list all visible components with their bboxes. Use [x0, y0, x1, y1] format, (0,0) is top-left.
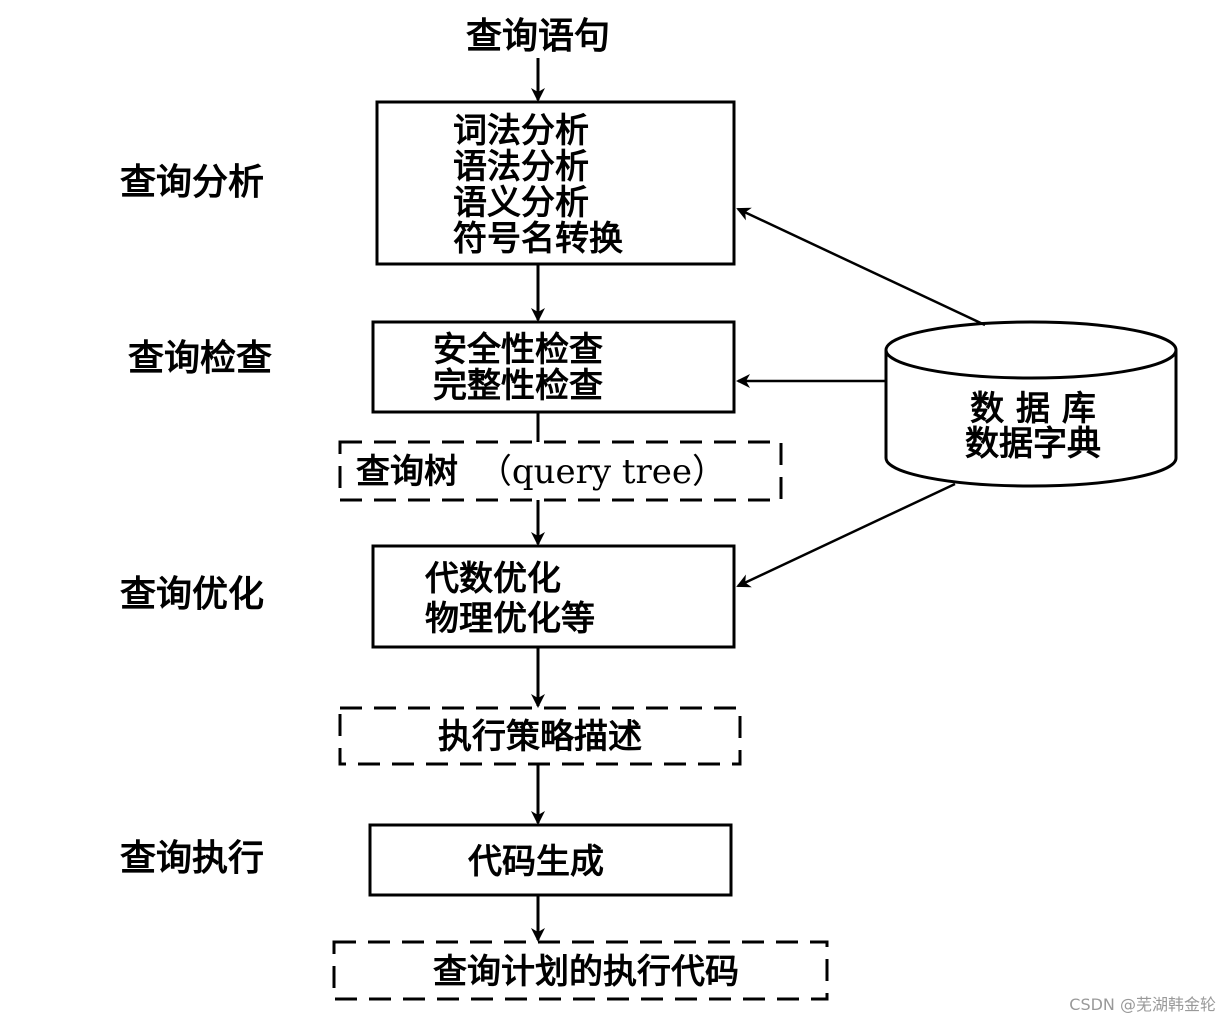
arrow-db-to-optimize [736, 482, 956, 588]
query-tree-cn: 查询树 [356, 452, 458, 492]
analysis-line-syntax: 语法分析 [453, 147, 589, 187]
analysis-line-lexical: 词法分析 [453, 111, 589, 151]
analysis-line-semantic: 语义分析 [453, 183, 589, 223]
data-dictionary-label: 数据字典 [965, 424, 1101, 464]
final-label: 查询计划的执行代码 [433, 952, 739, 992]
query-tree-label: 查询树 （query tree） [356, 452, 726, 492]
strategy-label: 执行策略描述 [438, 717, 642, 757]
optimize-line-algebra: 代数优化 [424, 559, 561, 599]
analysis-box [375, 100, 736, 266]
arrow-db-to-analysis [736, 207, 986, 327]
analysis-line-symbol: 符号名转换 [453, 219, 623, 259]
watermark: CSDN @芜湖韩金轮 [1069, 995, 1216, 1014]
check-line-security: 安全性检查 [433, 330, 603, 370]
database-cylinder-body [884, 350, 1178, 488]
check-line-integrity: 完整性检查 [433, 366, 603, 406]
query-statement-title: 查询语句 [466, 16, 610, 57]
stage-label-optimize: 查询优化 [120, 574, 264, 615]
codegen-label: 代码生成 [467, 842, 604, 882]
codegen-box [368, 823, 733, 897]
query-tree-en: （query tree） [478, 452, 726, 492]
optimize-box [371, 544, 736, 649]
database-cylinder-top [884, 320, 1178, 380]
stage-label-analysis: 查询分析 [120, 162, 264, 203]
stage-label-execute: 查询执行 [120, 838, 264, 879]
database-label: 数 据 库 [970, 389, 1096, 429]
optimize-line-physical: 物理优化等 [425, 599, 595, 639]
final-box [332, 940, 829, 1001]
strategy-box [338, 706, 742, 766]
check-box [371, 320, 736, 414]
stage-label-check: 查询检查 [128, 338, 272, 379]
query-tree-box [338, 440, 783, 502]
database-cylinder: 数 据 库 数据字典 [884, 320, 1178, 488]
